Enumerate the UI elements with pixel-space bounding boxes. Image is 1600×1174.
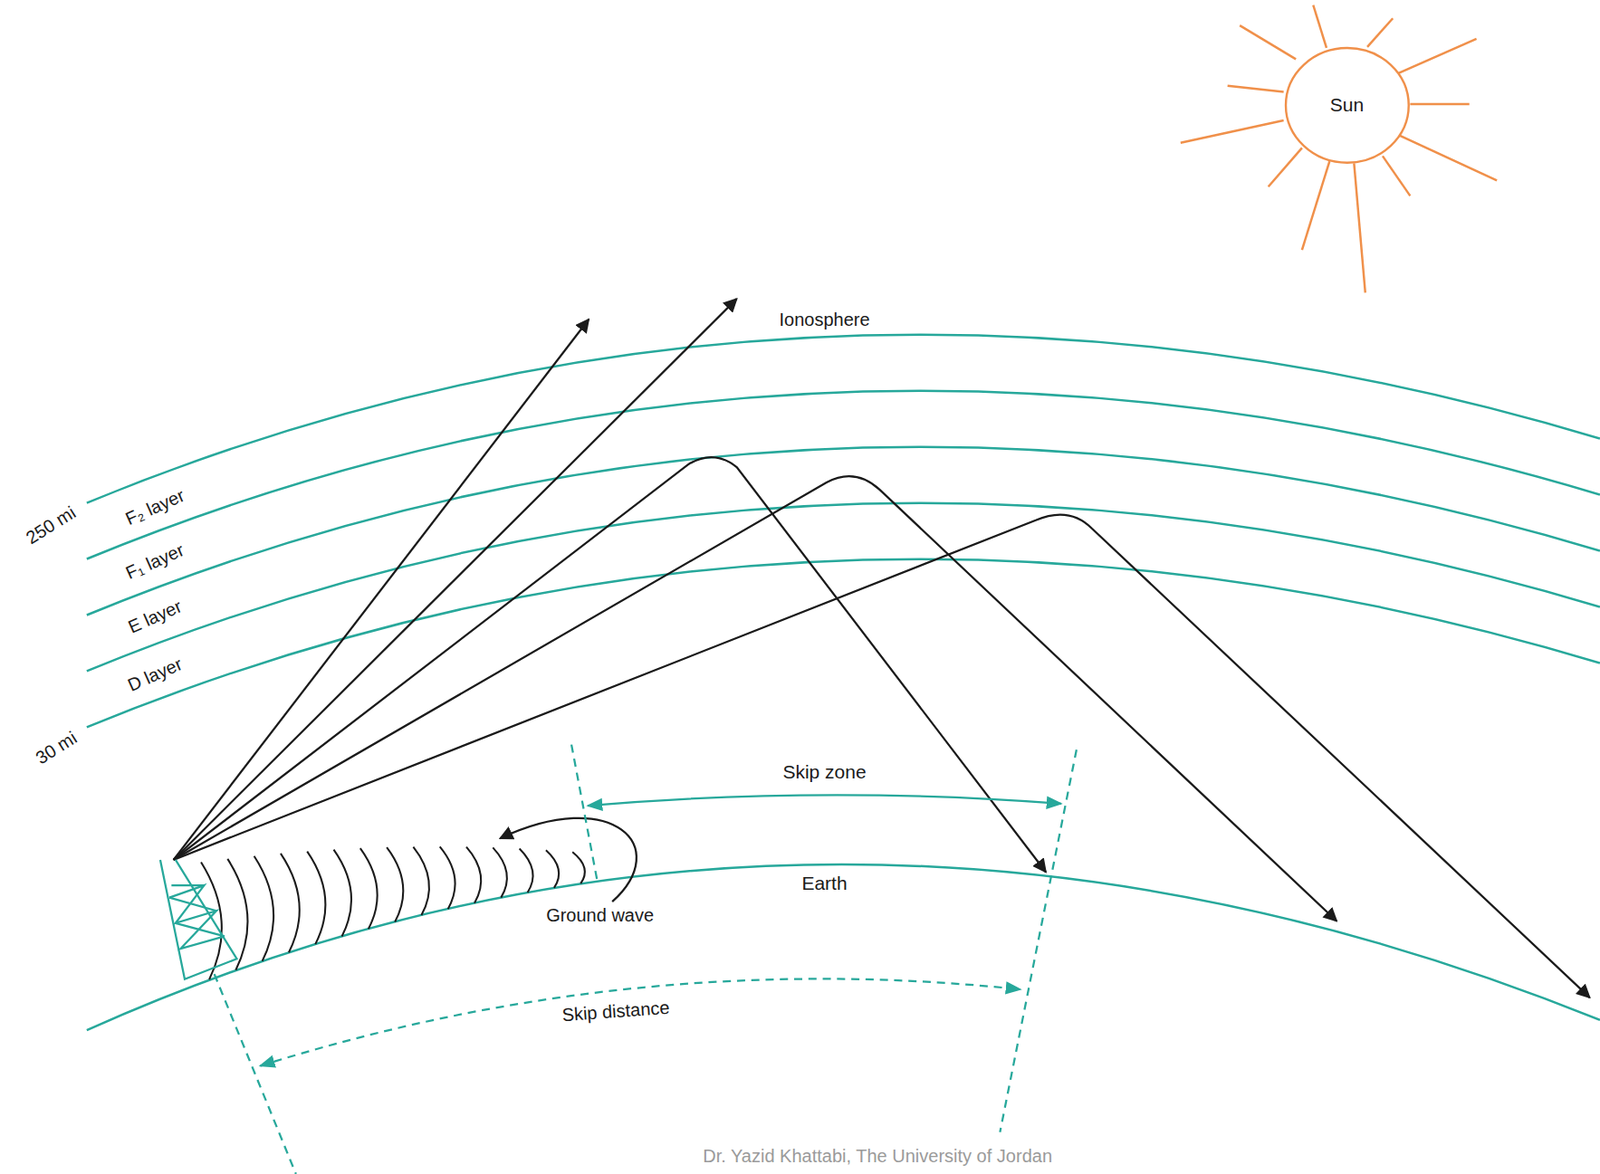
wave-label: Ground wave	[543, 905, 657, 926]
wave-front	[227, 859, 248, 971]
wave-front	[306, 852, 326, 946]
wave-front	[546, 850, 559, 889]
distance-label: Skip distance	[557, 996, 672, 1026]
wave-front	[519, 849, 534, 893]
surface-label: Earth	[798, 872, 850, 894]
wave-front	[412, 847, 430, 916]
skip-distance-arrow	[259, 978, 1021, 1066]
wave-front	[334, 850, 353, 938]
sky-wave-rays	[173, 298, 1591, 998]
sun-outline	[1285, 47, 1409, 163]
altitude-label: 30 mi	[29, 726, 83, 770]
wave-front	[386, 847, 403, 922]
skip-zone-arrow	[587, 795, 1062, 806]
ground-wave-arrow	[499, 818, 637, 902]
ground-wave-fronts	[201, 846, 585, 980]
sun-circle: Sun	[1283, 46, 1411, 165]
antenna-tower	[160, 860, 238, 980]
wave-front	[466, 847, 481, 904]
wave-front	[360, 848, 378, 930]
layer-line	[86, 503, 1600, 672]
layer-line	[86, 391, 1600, 560]
wave-front	[254, 856, 274, 962]
sun-label: Sun	[1330, 94, 1364, 116]
wave-front	[440, 846, 456, 910]
region-label: Ionosphere	[776, 309, 872, 330]
layer-line	[86, 559, 1600, 729]
sun-rays	[1180, 5, 1497, 294]
altitude-label: 250 mi	[20, 501, 83, 551]
wave-front	[201, 862, 222, 981]
earth-surface	[86, 864, 1600, 1031]
wave-front	[572, 852, 585, 884]
layer-label: D layer	[122, 652, 188, 697]
wave-front	[492, 847, 508, 898]
zone-label: Skip zone	[779, 762, 869, 784]
wave-front	[280, 853, 300, 953]
layer-label: F₁ layer	[120, 538, 190, 585]
watermark: Dr. Yazid Khattabi, The University of Jo…	[699, 1146, 1055, 1167]
layer-label: E layer	[123, 594, 188, 639]
zone-boundaries	[214, 745, 1077, 1174]
layer-line	[86, 447, 1600, 616]
ionosphere-layer-lines	[86, 335, 1600, 729]
